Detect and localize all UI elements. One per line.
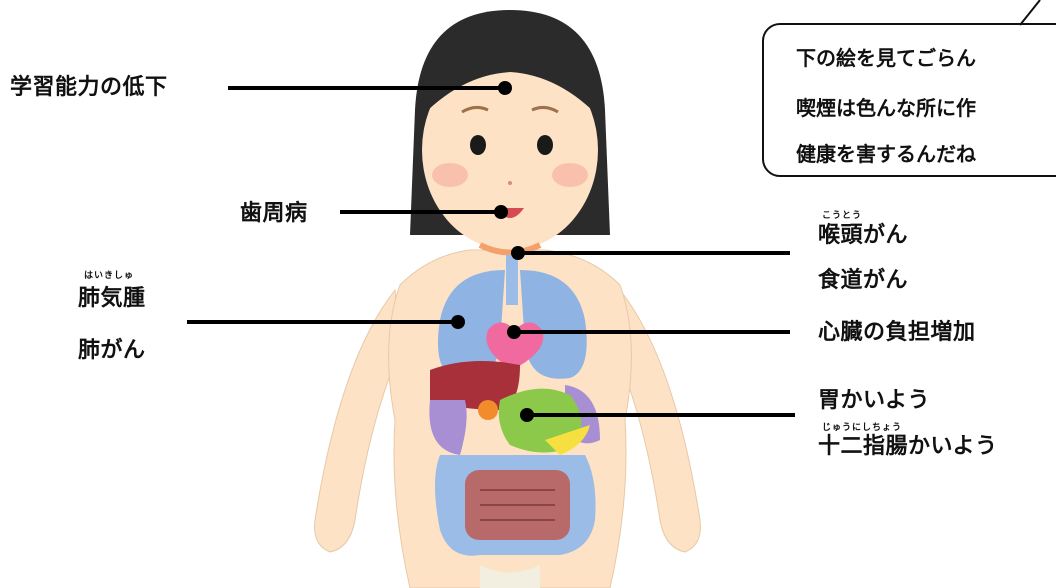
label-lungs-2: 肺がん <box>78 340 146 362</box>
label-throat-1: 喉頭がん <box>818 225 908 247</box>
label-gums: 歯周病 <box>240 203 308 225</box>
label-heart: 心臓の負担増加 <box>818 322 976 344</box>
label-lungs-1: 肺気腫 <box>78 288 146 310</box>
right-cheek <box>552 163 588 187</box>
leader-dot-lungs <box>451 315 465 329</box>
ruby-stomach-2: じゅうにしちょう <box>822 424 902 433</box>
leader-dot-stomach <box>520 408 534 422</box>
leader-dot-brain <box>498 81 512 95</box>
ruby-throat-1: こうとう <box>822 212 862 221</box>
left-cheek <box>432 163 468 187</box>
nose <box>508 181 512 185</box>
speech-bubble-line-1: 下の絵を見てごらん <box>796 48 976 68</box>
speech-bubble-tail <box>960 0 1056 30</box>
speech-bubble-line-3: 健康を害するんだね <box>796 144 976 164</box>
gallbladder <box>478 400 498 420</box>
label-stomach-1: 胃かいよう <box>818 390 930 412</box>
right-eye <box>537 135 553 155</box>
label-throat-2: 食道がん <box>818 270 908 292</box>
ruby-lungs-1: はいきしゅ <box>84 272 134 281</box>
label-brain: 学習能力の低下 <box>10 77 168 99</box>
left-arm <box>315 290 400 552</box>
leader-dot-heart <box>507 325 521 339</box>
left-eye <box>470 135 486 155</box>
speech-bubble-line-2: 喫煙は色んな所に作 <box>796 98 976 118</box>
leader-dot-throat <box>511 246 525 260</box>
leader-dot-gums <box>494 205 508 219</box>
trachea <box>506 255 518 305</box>
label-stomach-2: 十二指腸かいよう <box>818 436 998 458</box>
